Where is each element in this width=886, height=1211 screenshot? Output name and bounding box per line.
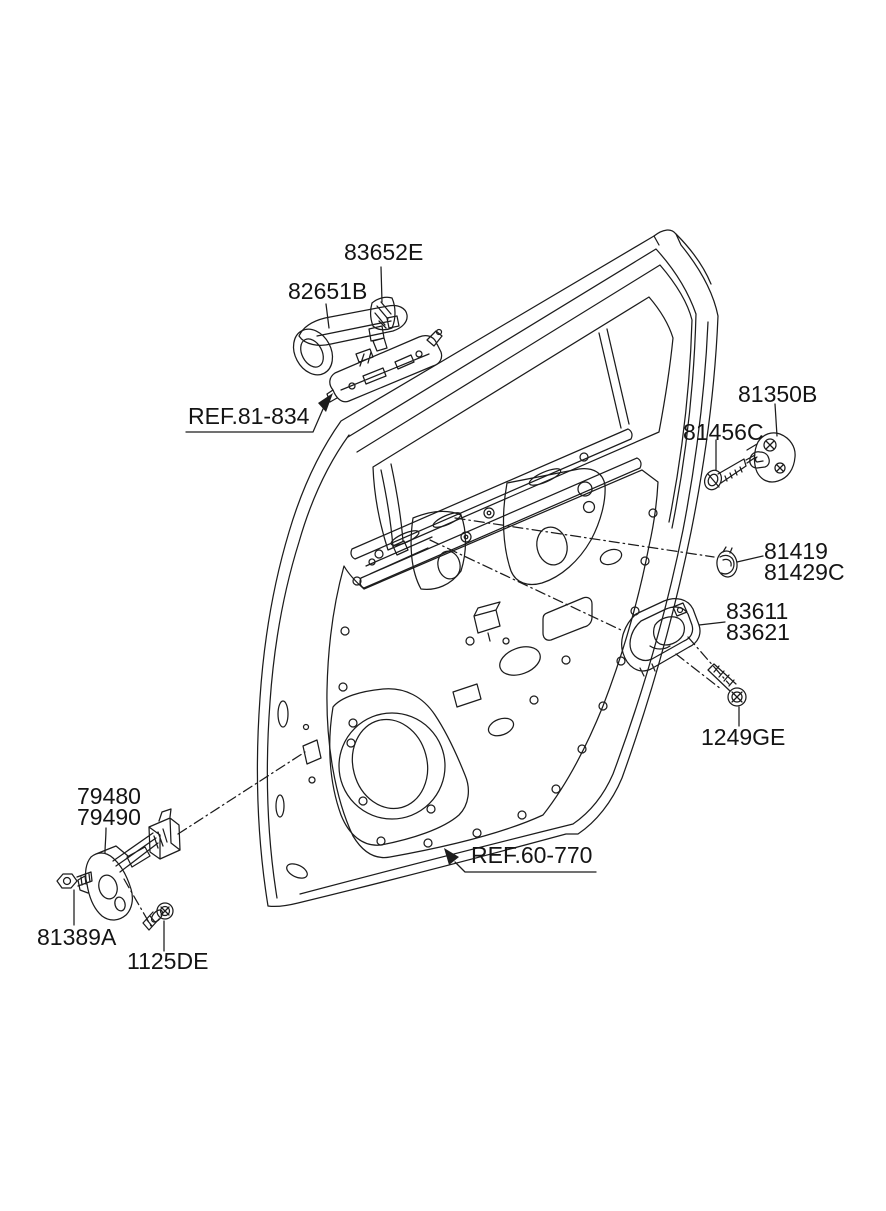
beltline-slot xyxy=(390,530,420,546)
window-aperture xyxy=(372,296,674,551)
speaker-hole xyxy=(338,712,446,820)
bezel-screw-drawing xyxy=(707,663,747,707)
rear-door-panel-drawing xyxy=(256,229,719,907)
beltline-slot xyxy=(528,468,562,486)
speaker-mount-outline xyxy=(329,688,469,846)
inside-handle-bezel-drawing xyxy=(621,598,701,677)
part-label-79480: 79480 xyxy=(77,783,141,809)
hinge-face-details xyxy=(275,700,322,879)
misc-cutouts xyxy=(452,596,593,708)
checker-bolt-drawing xyxy=(56,871,93,889)
part-label-83621: 83621 xyxy=(726,619,790,645)
regulator-cutout xyxy=(410,510,467,590)
part-label-1125DE: 1125DE xyxy=(127,948,209,974)
part-label-REF.81-834: REF.81-834 xyxy=(188,403,310,429)
outside-handle-cover-drawing xyxy=(370,296,396,331)
door-hem-lines xyxy=(266,321,709,899)
window-sash-lines xyxy=(347,233,712,529)
inner-panel-outline xyxy=(326,469,659,859)
door-striker-drawing xyxy=(745,432,796,483)
part-label-79490: 79490 xyxy=(77,804,141,830)
part-label-81350B: 81350B xyxy=(738,381,818,407)
assembly-dash-lines xyxy=(123,456,757,927)
part-label-83652E: 83652E xyxy=(344,239,424,265)
part-label-83611: 83611 xyxy=(726,598,789,624)
window-run-channels xyxy=(380,328,630,548)
latch-cutout xyxy=(502,467,606,586)
speaker-hole-inner xyxy=(351,718,429,810)
part-label-1249GE: 1249GE xyxy=(701,724,786,750)
striker-screw-drawing xyxy=(703,458,747,491)
checker-screw-drawing xyxy=(142,902,174,931)
door-checker-drawing xyxy=(77,808,181,921)
part-label-82651B: 82651B xyxy=(288,278,368,304)
part-label-81456C: 81456C xyxy=(683,419,764,445)
leader-lines xyxy=(73,266,778,952)
outside-door-handle-drawing xyxy=(292,304,408,376)
part-label-81389A: 81389A xyxy=(37,924,117,950)
part-label-81429C: 81429C xyxy=(764,559,845,585)
door-outer-outline xyxy=(256,229,719,907)
part-label-81419: 81419 xyxy=(764,538,828,564)
part-label-REF.60-770: REF.60-770 xyxy=(471,842,593,868)
beltline-slot xyxy=(432,512,462,528)
